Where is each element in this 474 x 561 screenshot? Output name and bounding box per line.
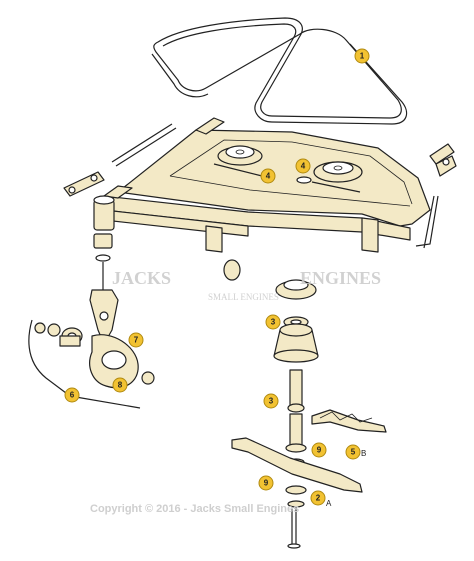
callout-3-upper[interactable]: 3 xyxy=(265,314,281,330)
callout-3-lower[interactable]: 3 xyxy=(263,393,279,409)
callout-5[interactable]: 5 xyxy=(345,444,361,460)
watermark-logo: JACKS ENGINES SMALL ENGINES xyxy=(112,268,381,302)
blade-mulching xyxy=(311,409,387,433)
callout-6[interactable]: 6 xyxy=(64,387,80,403)
callout-label: 3 xyxy=(271,318,276,327)
callout-label: 9 xyxy=(317,446,322,455)
callout-4-left[interactable]: 4 xyxy=(260,168,276,184)
drive-belt xyxy=(151,17,408,125)
callout-label: 6 xyxy=(70,391,75,400)
callout-label: 1 xyxy=(360,52,365,61)
callout-label: 5 xyxy=(351,448,356,457)
blade-letter-b: B xyxy=(361,449,366,458)
callout-4-right[interactable]: 4 xyxy=(295,158,311,174)
callout-label: 9 xyxy=(264,479,269,488)
blade-standard xyxy=(231,437,363,493)
blade-letter-a: A xyxy=(326,499,332,508)
callout-label: 4 xyxy=(301,162,306,171)
spindle-assembly xyxy=(223,259,319,549)
callout-7[interactable]: 7 xyxy=(128,332,144,348)
gauge-wheel xyxy=(28,319,155,409)
watermark-line1-right: ENGINES xyxy=(300,268,381,288)
deck-frame xyxy=(103,117,431,253)
callout-1[interactable]: 1 xyxy=(354,48,370,64)
callout-9-upper[interactable]: 9 xyxy=(311,442,327,458)
callout-label: 7 xyxy=(134,336,139,345)
support-rods xyxy=(111,123,439,249)
callout-2[interactable]: 2 xyxy=(310,490,326,506)
watermark-brand: JACKS xyxy=(112,268,171,288)
callout-9-lower[interactable]: 9 xyxy=(258,475,274,491)
brackets xyxy=(63,143,457,197)
callout-label: 8 xyxy=(118,381,123,390)
callout-label: 4 xyxy=(266,172,271,181)
callout-8[interactable]: 8 xyxy=(112,377,128,393)
copyright-notice: Copyright © 2016 - Jacks Small Engines xyxy=(90,503,299,515)
callout-label: 2 xyxy=(316,494,321,503)
watermark-subtitle: SMALL ENGINES xyxy=(208,292,279,302)
spindle-pulley-right xyxy=(296,161,363,193)
spindle-pulley-left xyxy=(213,145,263,177)
callout-label: 3 xyxy=(269,397,274,406)
